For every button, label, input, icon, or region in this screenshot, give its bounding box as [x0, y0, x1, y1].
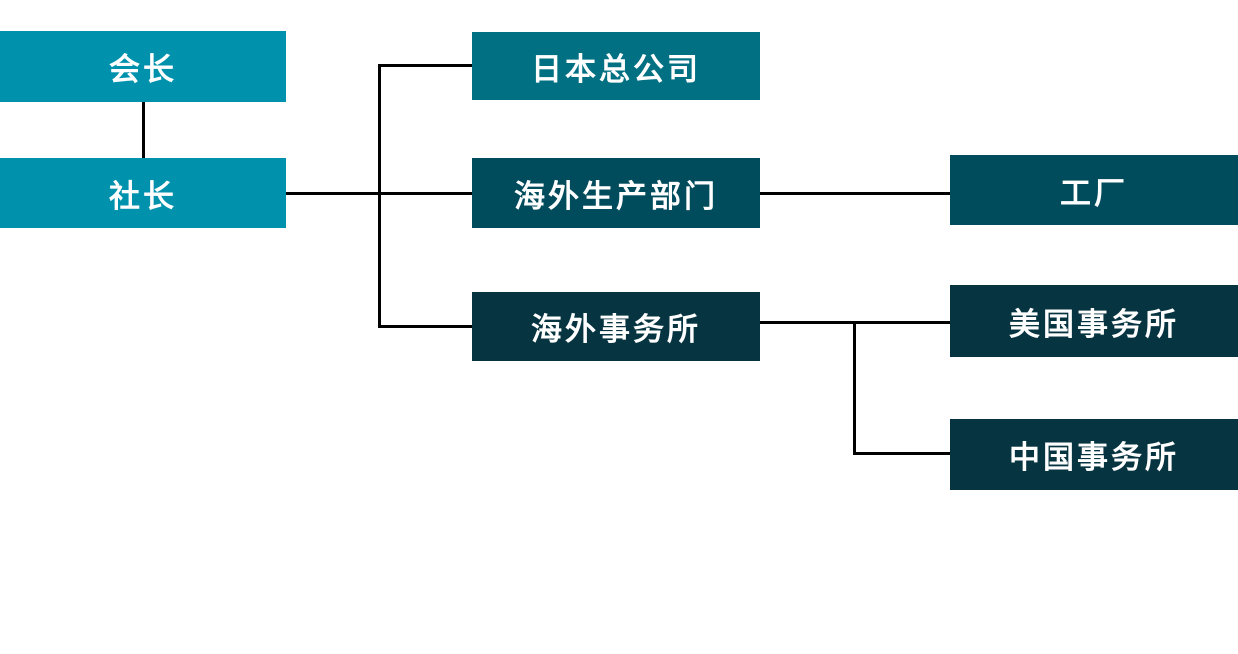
connector-production-factory: [760, 192, 950, 195]
connector-branch-japan-hq: [378, 64, 472, 67]
connector-president-trunk: [378, 64, 381, 328]
node-overseas-production-department: 海外生产部门: [472, 158, 760, 228]
node-factory: 工厂: [950, 155, 1238, 225]
node-japan-headquarters: 日本总公司: [472, 32, 760, 100]
connector-branch-overseas-office: [378, 325, 472, 328]
connector-office-trunk: [853, 321, 856, 454]
node-president: 社长: [0, 158, 286, 228]
node-us-office: 美国事务所: [950, 285, 1238, 357]
node-china-office: 中国事务所: [950, 419, 1238, 490]
node-chairman: 会长: [0, 31, 286, 102]
connector-chairman-president: [142, 102, 145, 158]
connector-office-china: [853, 452, 950, 455]
node-overseas-office: 海外事务所: [472, 292, 760, 361]
